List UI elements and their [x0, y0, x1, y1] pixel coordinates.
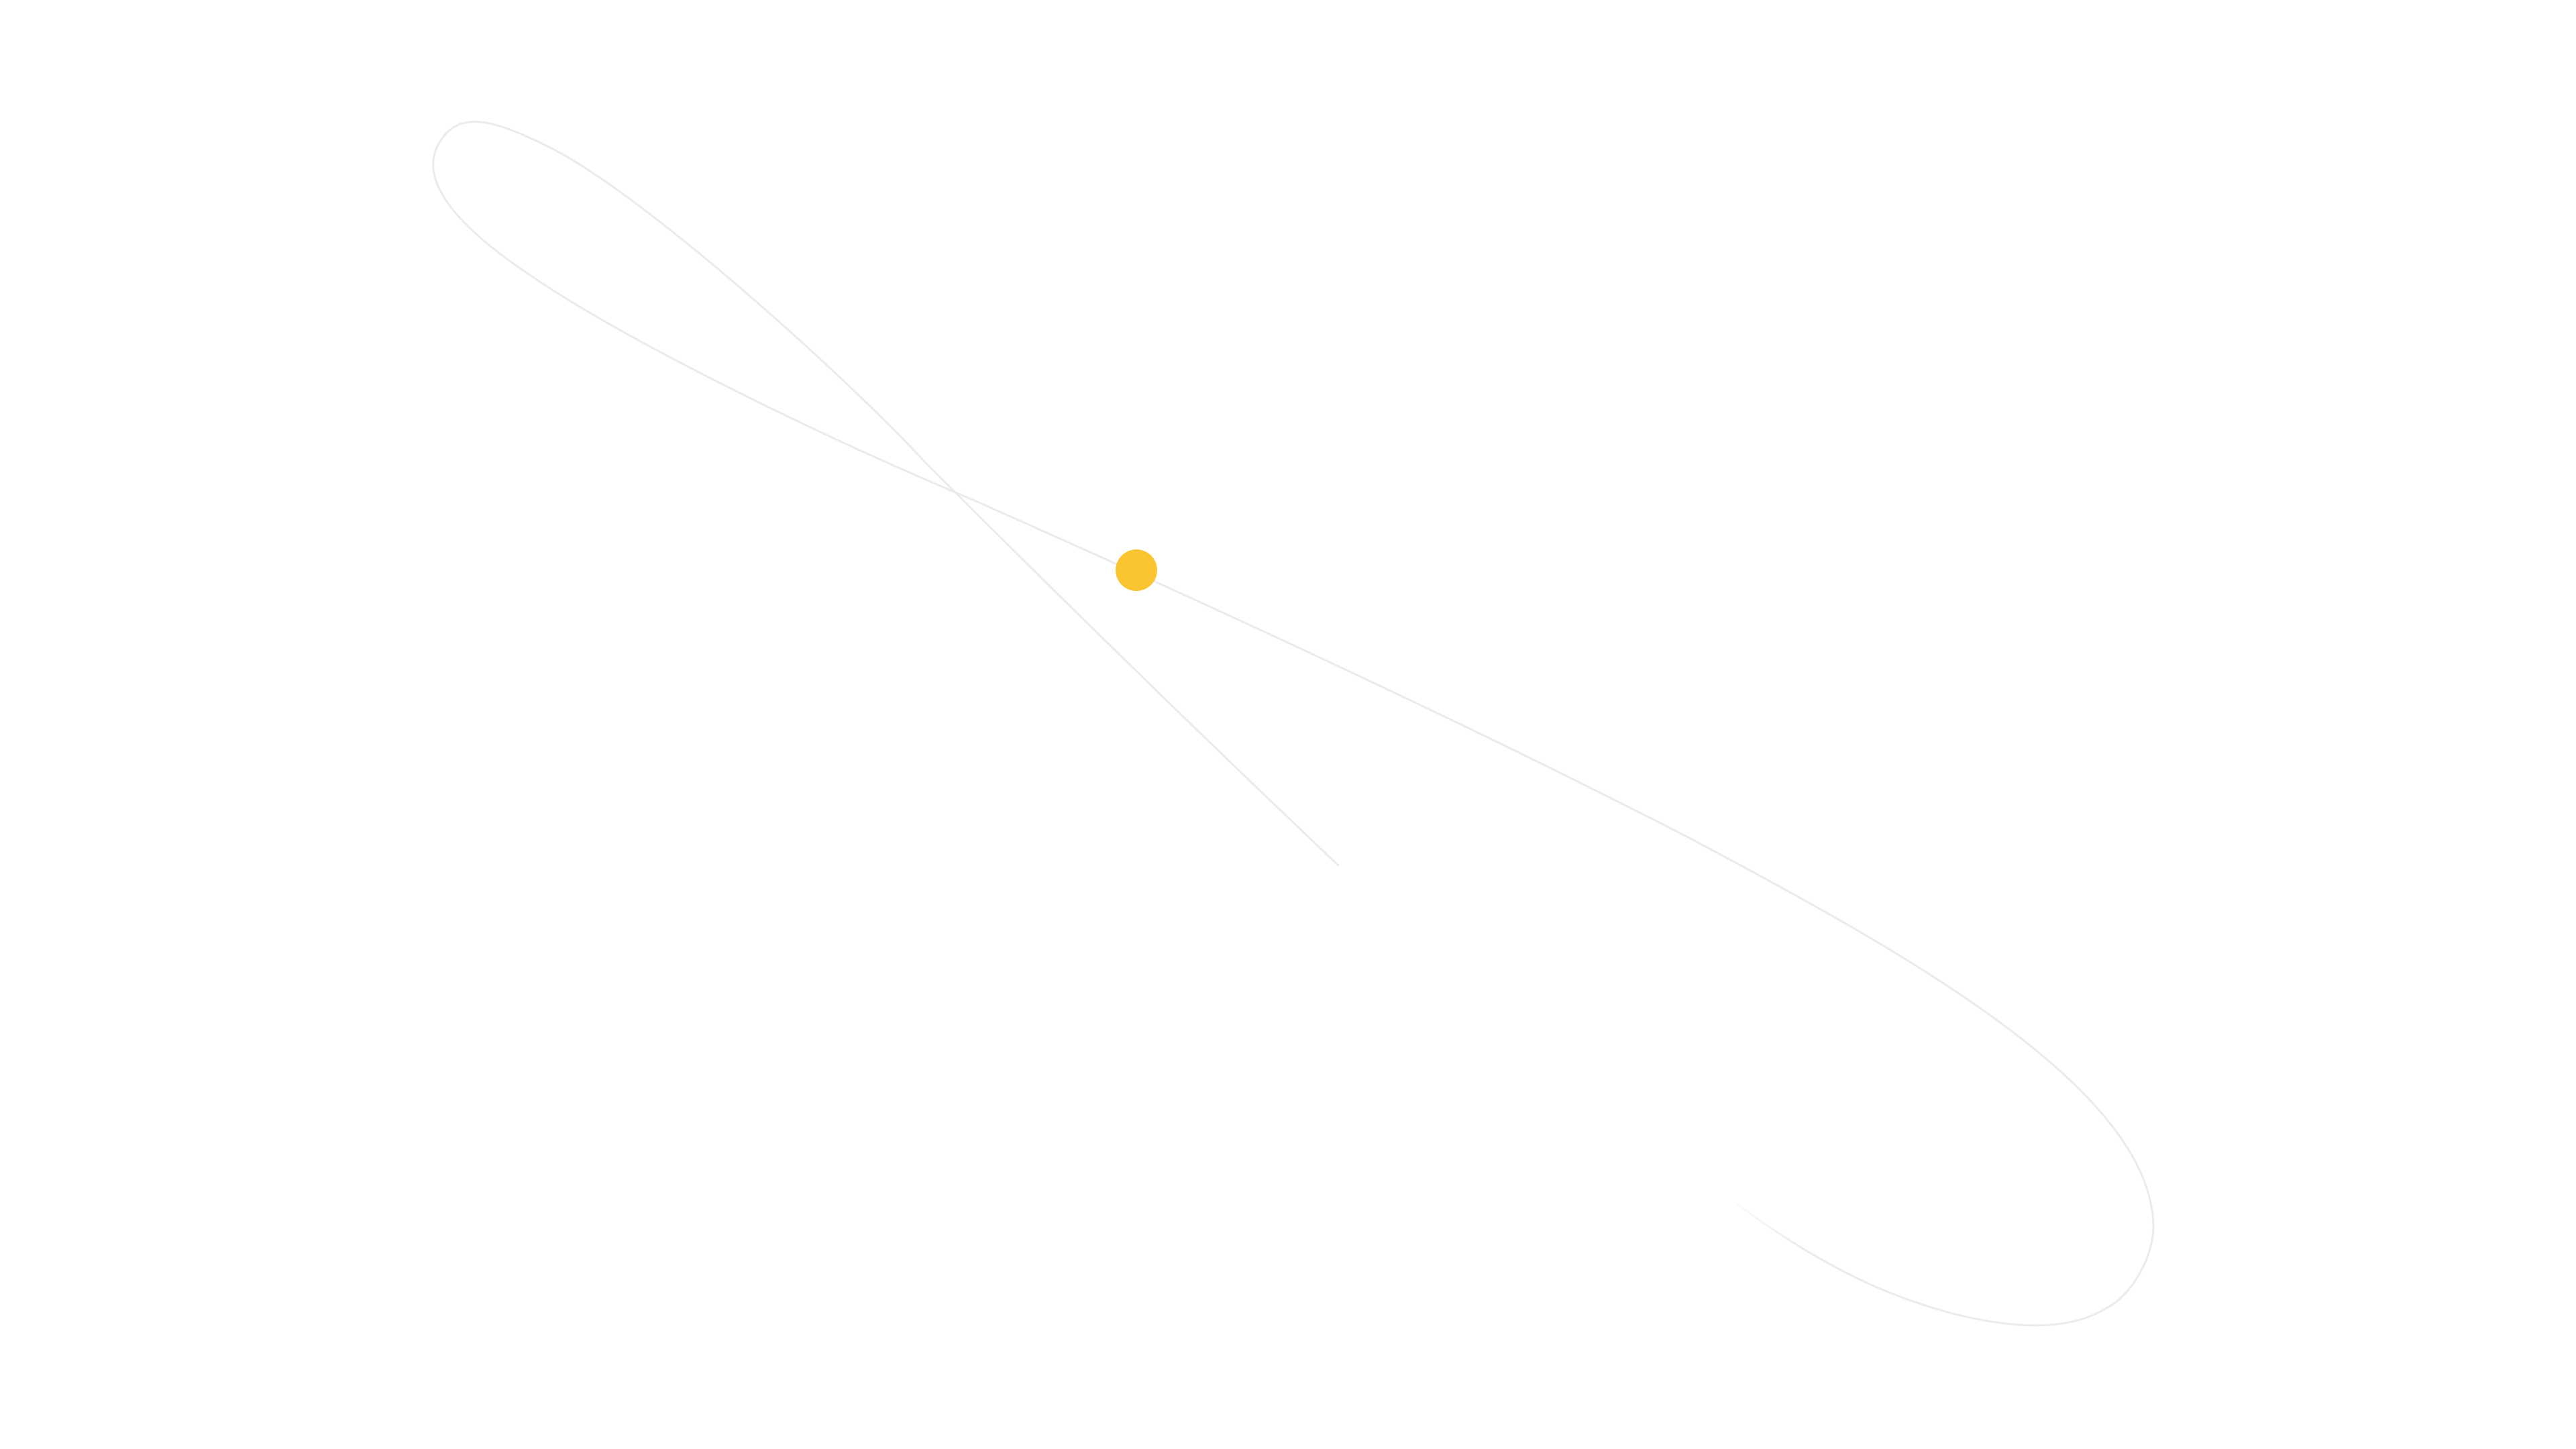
moving-dot: [1116, 549, 1157, 591]
trail-fade-mask: [1717, 1181, 1818, 1248]
trajectory-curve: [432, 121, 2155, 1327]
